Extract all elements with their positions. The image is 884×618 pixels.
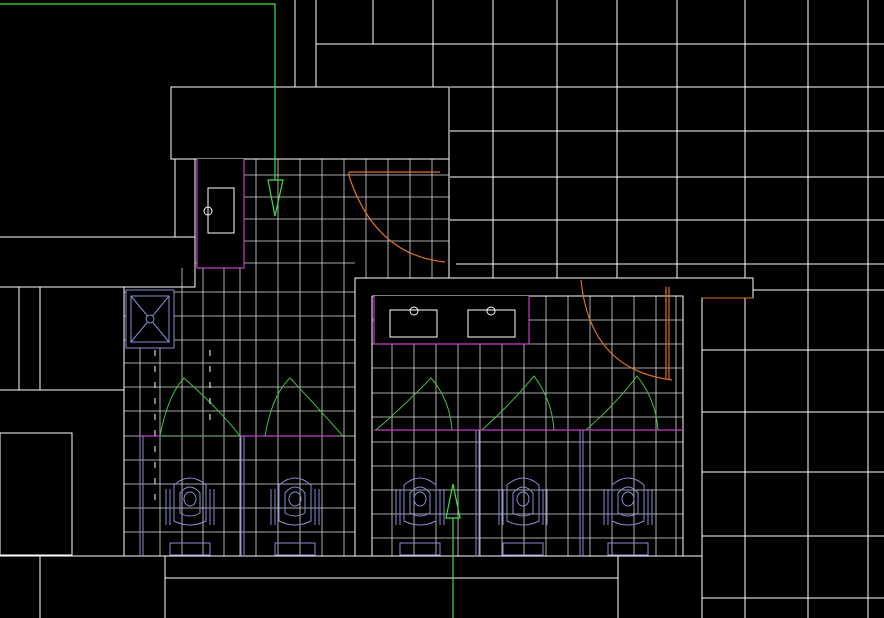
faucet-icon <box>409 306 419 316</box>
bottom-corridor-wall <box>165 555 702 618</box>
stall-door-3[interactable] <box>375 377 453 431</box>
squat-toilet-3[interactable] <box>395 477 445 556</box>
squat-toilet-5[interactable] <box>603 477 653 556</box>
wash-basin-2[interactable] <box>467 306 516 338</box>
faucet-icon <box>486 306 496 316</box>
faucet-icon <box>203 206 213 216</box>
walls <box>0 86 754 618</box>
stall-door-1[interactable] <box>159 377 241 437</box>
left-lower-block <box>0 432 73 556</box>
left-upper-wall <box>0 236 196 288</box>
squat-toilet-1[interactable] <box>165 477 215 556</box>
squat-toilets <box>165 477 653 556</box>
flow-arrow-top <box>0 3 284 217</box>
squat-toilet-4[interactable] <box>498 477 548 556</box>
main-door-upper[interactable] <box>348 171 446 263</box>
hidden-lines <box>154 350 211 500</box>
flow-arrow-bottom <box>445 483 461 618</box>
stall-partitions <box>140 429 683 437</box>
main-door-right[interactable] <box>580 279 673 381</box>
left-wash-basin[interactable] <box>196 159 245 269</box>
stall-door-2[interactable] <box>264 377 344 437</box>
squat-toilet-2[interactable] <box>270 477 320 556</box>
floor-drain[interactable] <box>125 289 175 349</box>
wash-basin-1[interactable] <box>389 306 438 338</box>
left-room-tile-grid <box>124 159 449 556</box>
stall-side-walls <box>139 430 584 556</box>
stall-door-4[interactable] <box>481 375 555 431</box>
stall-door-5[interactable] <box>585 375 659 431</box>
exterior-tile-grid <box>294 0 884 618</box>
upper-block-wall <box>170 86 450 160</box>
